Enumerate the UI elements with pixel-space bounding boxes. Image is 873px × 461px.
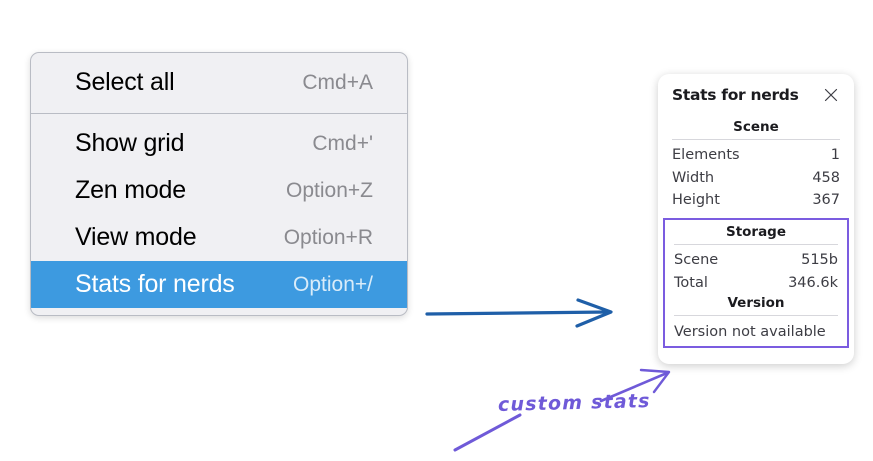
menu-item-select-all[interactable]: Select all Cmd+A [31,59,407,106]
section-title-storage: Storage [725,224,787,241]
stat-row: Scene 515b [674,249,838,272]
stat-value: 367 [812,192,840,209]
panel-header: Stats for nerds [672,86,840,104]
menu-item-label: Zen mode [75,176,186,204]
version-status-text: Version not available [674,324,826,341]
menu-item-label: Show grid [75,129,185,157]
stat-label: Width [672,169,715,186]
panel-title: Stats for nerds [672,86,799,104]
section-version: Version Version not available [674,294,838,341]
section-title-scene: Scene [733,119,779,135]
menu-item-zen-mode[interactable]: Zen mode Option+Z [31,167,407,214]
section-divider [674,315,838,317]
stat-label: Elements [672,147,740,163]
context-menu: Select all Cmd+A Show grid Cmd+' Zen mod… [30,52,408,316]
close-icon[interactable] [823,87,839,103]
menu-item-shortcut: Option+Z [286,178,373,202]
menu-item-shortcut: Option+/ [293,272,373,296]
menu-item-label: View mode [75,223,197,251]
stat-value: 515b [801,252,838,269]
menu-item-shortcut: Cmd+A [302,70,373,94]
custom-stats-highlight-box: Storage Scene 515b Total 346.6k Version … [663,218,849,349]
purple-underline-stroke-icon [453,413,522,452]
section-divider [672,139,840,140]
stat-row: Elements 1 [672,144,840,167]
stat-row: Width 458 [672,167,840,190]
menu-group-1: Select all Cmd+A [31,53,407,113]
section-storage: Storage Scene 515b Total 346.6k [674,223,838,294]
stats-for-nerds-panel: Stats for nerds Scene Elements 1 Width 4… [658,74,854,365]
section-divider [674,244,838,246]
menu-item-label: Stats for nerds [75,270,235,298]
stat-value: 458 [812,169,840,186]
menu-item-view-mode[interactable]: View mode Option+R [31,214,407,261]
section-title-version: Version [727,295,785,312]
menu-group-2: Show grid Cmd+' Zen mode Option+Z View m… [31,113,407,315]
section-scene: Scene Elements 1 Width 458 Height 367 [672,118,840,212]
menu-item-shortcut: Option+R [283,225,373,249]
stat-row: Total 346.6k [674,272,838,295]
stat-value: 346.6k [788,274,838,291]
menu-item-stats-for-nerds[interactable]: Stats for nerds Option+/ [31,261,407,308]
stat-label: Total [674,274,708,291]
menu-item-shortcut: Cmd+' [312,131,373,155]
stat-label: Scene [674,252,719,269]
stat-label: Height [672,192,720,209]
stat-value: 1 [830,147,840,163]
menu-item-label: Select all [75,68,175,96]
blue-arrow-icon [425,298,613,328]
menu-item-show-grid[interactable]: Show grid Cmd+' [31,120,407,167]
stat-row: Height 367 [672,189,840,212]
custom-stats-note: custom stats [497,390,651,416]
